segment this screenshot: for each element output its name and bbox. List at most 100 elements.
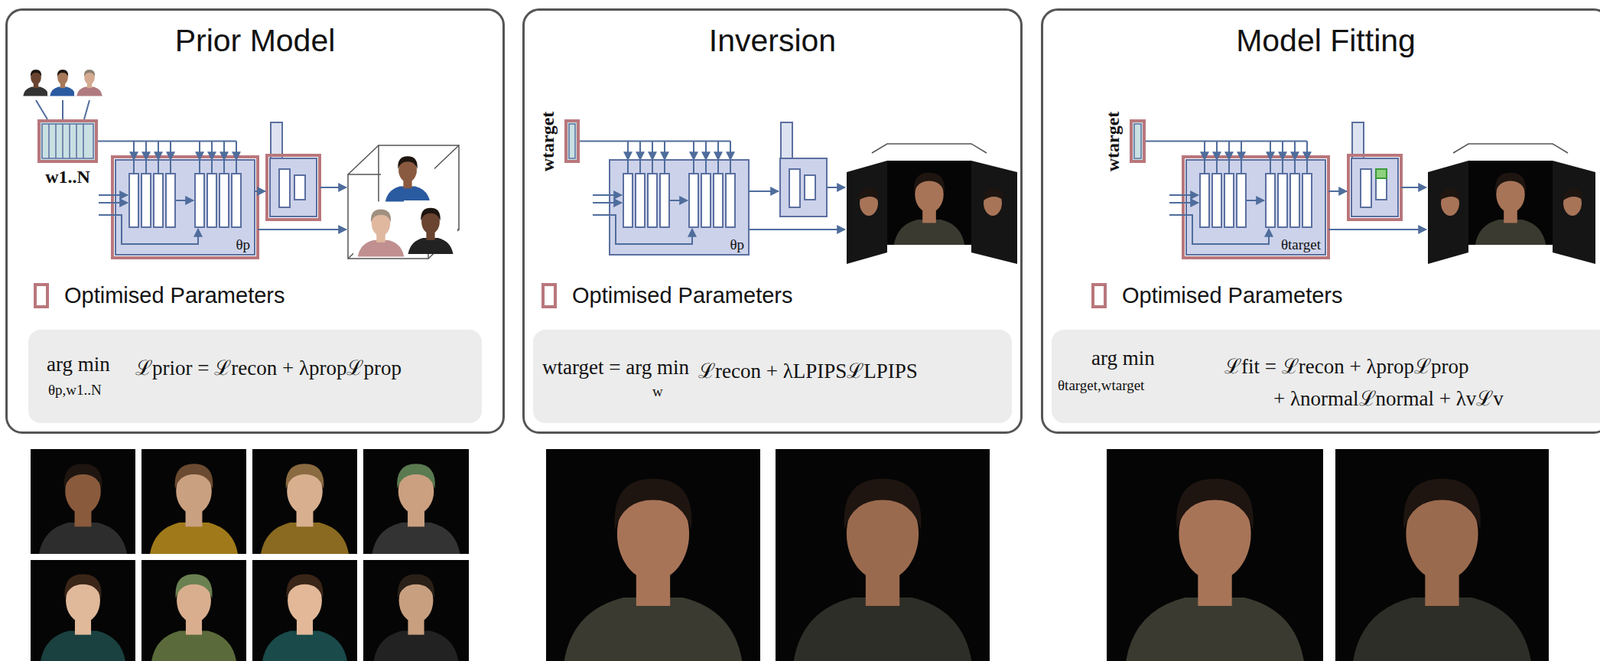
- stage-panel: Prior Model w1..N θp arg minθp,w1..Nℒprior …: [5, 8, 505, 434]
- sample-photos: [363, 448, 469, 554]
- fitting-illustration: [1552, 160, 1596, 264]
- formula-text: ℒprior = ℒrecon + λpropℒprop: [135, 352, 402, 381]
- sample-photos: [547, 448, 760, 661]
- fitting-illustration: [1328, 190, 1347, 192]
- fitting-illustration: [1427, 160, 1469, 264]
- sample-photos: [1335, 448, 1549, 661]
- prior-illustration: [47, 65, 79, 97]
- inversion-illustration: [569, 123, 576, 159]
- prior-illustration: [353, 201, 409, 257]
- loss-formula: arg minθp,w1..Nℒprior = ℒrecon + λpropℒp…: [28, 329, 482, 423]
- prior-illustration: [254, 187, 347, 230]
- fitting-illustration: [1131, 120, 1596, 264]
- sample-photos: [141, 448, 247, 554]
- inversion-illustration: [748, 190, 779, 192]
- sample-photos: [252, 448, 358, 554]
- latent-label: wtarget: [537, 110, 559, 172]
- prior-illustration: [39, 120, 97, 162]
- sample-photos: [141, 559, 247, 661]
- panel-title: Inversion: [524, 22, 1021, 59]
- parameter-label: θp: [729, 236, 745, 254]
- stage-panel: Model Fitting wtarget θtarget arg min θtarge…: [1040, 8, 1600, 434]
- formula-text: ℒrecon + λLPIPSℒLPIPS: [698, 355, 918, 384]
- fitting-illustration: [1453, 143, 1568, 153]
- prior-illustration: [269, 122, 317, 217]
- formula-text: wtarget = arg min: [542, 355, 690, 380]
- fitting-illustration: [1328, 187, 1427, 230]
- fitting-illustration: [1375, 169, 1387, 179]
- parameter-label: θtarget: [1281, 236, 1321, 254]
- legend-item: Optimised Parameters: [541, 282, 794, 309]
- sample-photos: [1106, 448, 1324, 661]
- formula-text: θtarget,wtarget: [1057, 377, 1145, 394]
- prior-illustration: [133, 141, 237, 161]
- prior-illustration: [20, 65, 52, 97]
- legend-swatch: [33, 282, 49, 309]
- legend-text: Optimised Parameters: [572, 282, 794, 309]
- legend-item: Optimised Parameters: [1091, 282, 1344, 309]
- sample-photos: [1336, 448, 1548, 661]
- inversion-illustration: [887, 160, 972, 245]
- prior-illustration: [48, 123, 84, 159]
- fitting-illustration: [1468, 160, 1553, 245]
- sample-photos: [363, 559, 469, 661]
- legend-item: Optimised Parameters: [33, 282, 286, 309]
- formula-text: arg min: [1091, 346, 1155, 371]
- latent-label: wtarget: [1102, 110, 1124, 172]
- sample-photos: [1108, 448, 1321, 661]
- sample-photos: [365, 559, 467, 661]
- prior-illustration: [319, 186, 347, 189]
- panel-title: Model Fitting: [1043, 22, 1600, 59]
- prior-illustration: [347, 145, 459, 259]
- fitting-illustration: [1439, 188, 1460, 201]
- panel-title: Prior Model: [7, 22, 503, 59]
- sample-photos: [252, 559, 358, 661]
- inversion-illustration: [748, 187, 846, 230]
- sample-photos: [777, 448, 989, 661]
- formula-text: θp,w1..N: [48, 381, 102, 399]
- network-block: θp: [115, 159, 255, 255]
- loss-formula: arg min θtarget,wtarget ℒfit = ℒrecon + λp…: [1051, 329, 1600, 423]
- prior-illustration: [403, 200, 458, 254]
- prior-illustration: [42, 123, 94, 159]
- latent-code: wtarget: [564, 119, 580, 163]
- inversion-illustration: [826, 186, 846, 189]
- inversion-illustration: [971, 160, 1018, 264]
- prior-illustration: [74, 65, 105, 97]
- inversion-illustration: [565, 120, 579, 162]
- inversion-illustration: [846, 160, 888, 264]
- latent-connector: [579, 141, 628, 161]
- prior-illustration: [347, 145, 459, 259]
- prior-illustration: [20, 65, 459, 260]
- sample-photos: [30, 448, 1549, 661]
- inversion-illustration: [983, 188, 1004, 201]
- latent-code: wtarget: [1129, 119, 1146, 163]
- sample-photos: [141, 448, 247, 554]
- prior-illustration: [257, 228, 347, 231]
- sample-photos: [252, 448, 358, 554]
- fitting-illustration: [1169, 159, 1326, 255]
- sample-photos: [254, 559, 356, 661]
- loss-formula: wtarget = arg minwℒrecon + λLPIPSℒLPIPS: [533, 329, 1012, 423]
- inversion-illustration: [627, 141, 731, 161]
- sample-photos: [30, 448, 136, 554]
- latent-connector: [97, 141, 134, 161]
- sample-photos: [364, 448, 469, 554]
- fitting-illustration: [1351, 122, 1399, 217]
- inversion-illustration: [871, 143, 987, 153]
- prior-illustration: [254, 190, 266, 192]
- sample-photos: [143, 559, 245, 661]
- stage-panel: Inversion wtarget θp wtarget = arg minwℒrec…: [522, 8, 1023, 434]
- legend-text: Optimised Parameters: [64, 282, 286, 309]
- formula-text: + λnormalℒnormal + λvℒv: [1273, 383, 1504, 412]
- formula-text: ℒfit = ℒrecon + λpropℒprop: [1224, 351, 1469, 380]
- fitting-illustration: [1401, 186, 1427, 189]
- legend-swatch: [1091, 282, 1107, 309]
- parameter-label: θp: [235, 236, 251, 254]
- fitting-illustration: [1131, 120, 1145, 162]
- network-block: θtarget: [1186, 159, 1326, 255]
- sample-photos: [32, 559, 134, 661]
- latent-code: w1..N: [37, 119, 98, 163]
- fitting-illustration: [1348, 155, 1402, 220]
